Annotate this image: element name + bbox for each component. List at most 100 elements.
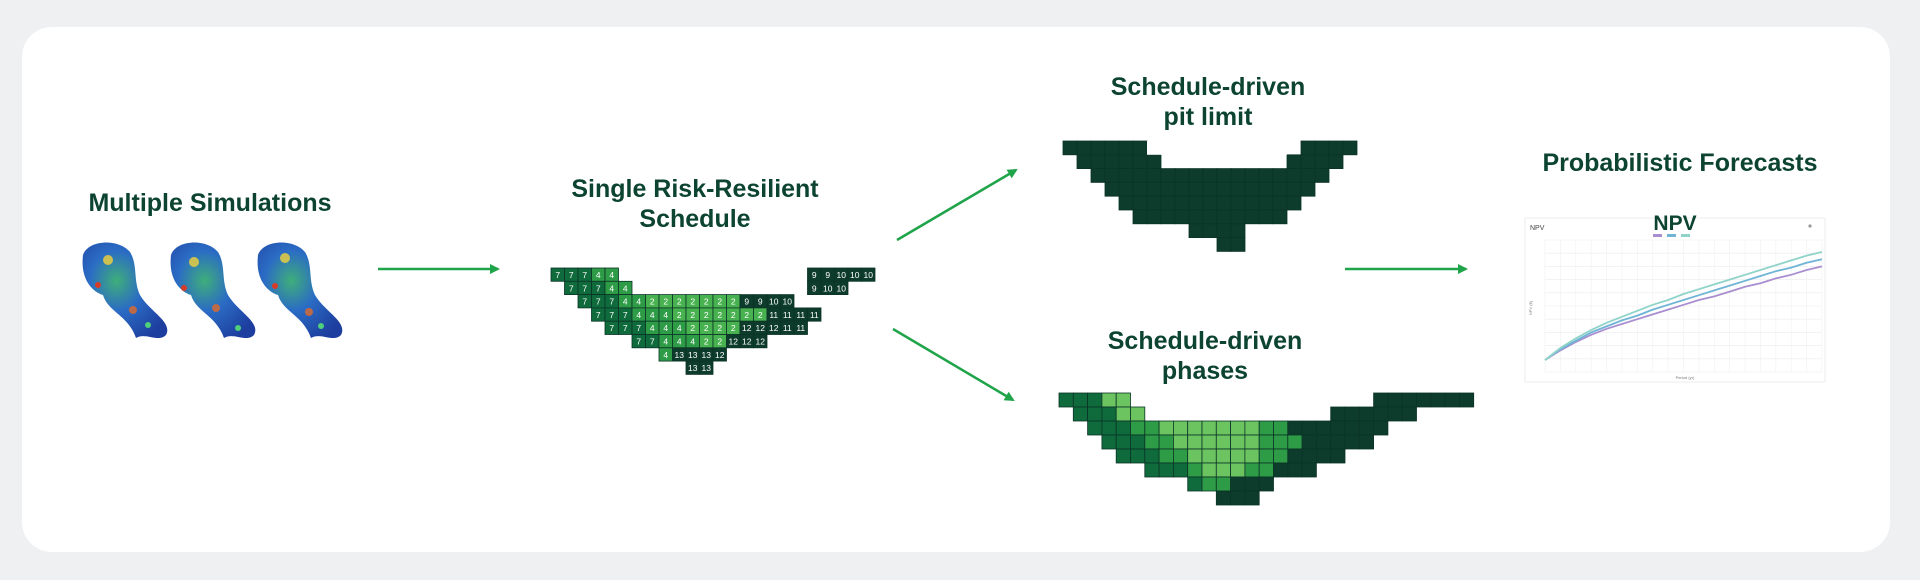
- pit-limit-cell: [1076, 140, 1092, 156]
- npv-series-line: [1544, 258, 1823, 361]
- schedule-cell-label: 7: [569, 270, 574, 280]
- pit-limit-cell: [1174, 181, 1190, 197]
- pit-limit-cell: [1188, 223, 1204, 239]
- phase-cell: [1087, 392, 1103, 408]
- phase-cell: [1201, 476, 1217, 492]
- phase-cell: [1187, 476, 1203, 492]
- pit-limit-cell: [1090, 140, 1106, 156]
- chart-menu-dot: [1808, 224, 1812, 228]
- phase-cell: [1273, 462, 1289, 478]
- schedule-cell-label: 2: [704, 336, 709, 346]
- schedule-cell: [753, 334, 768, 349]
- legend-swatch-1: [1653, 234, 1662, 237]
- schedule-cell-label: 13: [702, 350, 712, 360]
- phase-cell: [1244, 462, 1260, 478]
- phase-cell: [1087, 420, 1103, 436]
- phase-cell: [1330, 420, 1346, 436]
- phase-cell: [1072, 406, 1089, 422]
- pit-limit-cell: [1132, 209, 1148, 225]
- phase-cell: [1101, 434, 1117, 450]
- schedule-cell-label: 11: [796, 323, 805, 333]
- phase-cell: [1273, 434, 1289, 450]
- schedule-cell-label: 4: [636, 310, 641, 320]
- pit-limit-cell: [1160, 195, 1176, 211]
- schedule-cell-label: 2: [677, 310, 682, 320]
- phase-cell: [1373, 406, 1389, 422]
- pit-limit-cell: [1160, 209, 1176, 225]
- phase-cell: [1316, 448, 1332, 464]
- phase-cell: [1173, 420, 1189, 436]
- schedule-cell: [712, 347, 727, 362]
- schedule-cell-label: 7: [636, 323, 641, 333]
- pit-limit-cell: [1328, 140, 1344, 156]
- pit-limit-cell: [1202, 223, 1218, 239]
- pit-limit-cell: [1216, 195, 1232, 211]
- pit-limit-cell: [1174, 195, 1190, 211]
- phase-cell: [1330, 406, 1346, 422]
- schedule-cell-label: 13: [675, 350, 685, 360]
- schedule-cell-label: 7: [623, 323, 628, 333]
- pit-limit-cell: [1146, 154, 1162, 170]
- phase-cell: [1273, 420, 1289, 436]
- phase-cell: [1444, 392, 1460, 408]
- phase-cell: [1301, 462, 1317, 478]
- phase-cell: [1158, 434, 1174, 450]
- pit-limit-cell: [1230, 181, 1246, 197]
- phase-cell: [1244, 448, 1260, 464]
- pit-limit-cell: [1090, 168, 1106, 183]
- phase-cell: [1258, 462, 1274, 478]
- phase-cell: [1215, 448, 1232, 464]
- phase-cell: [1130, 448, 1146, 464]
- schedule-cell-label: 2: [704, 310, 709, 320]
- phase-cell: [1330, 434, 1346, 450]
- schedule-cell-label: 2: [663, 297, 668, 307]
- phase-cell: [1287, 448, 1303, 464]
- phase-cell: [1330, 448, 1346, 464]
- phase-cell: [1230, 434, 1246, 450]
- schedule-cell-label: 12: [769, 323, 779, 333]
- pit-limit-cell: [1300, 140, 1316, 156]
- schedule-cell-label: 2: [744, 310, 749, 320]
- schedule-cell: [861, 267, 876, 282]
- phase-cell: [1287, 462, 1303, 478]
- phase-cell: [1301, 434, 1317, 450]
- pit-limit-cell: [1314, 140, 1330, 156]
- pit-limit-cell: [1216, 181, 1232, 197]
- pit-limit-cell: [1104, 140, 1120, 156]
- schedule-cell-label: 7: [609, 310, 614, 320]
- schedule-cell-label: 2: [677, 297, 682, 307]
- phase-cell: [1258, 476, 1274, 492]
- schedule-cell-label: 10: [837, 283, 847, 293]
- phase-cell: [1144, 448, 1160, 464]
- schedule-cell-label: 7: [555, 270, 560, 280]
- pit-limit-cell: [1286, 181, 1302, 197]
- schedule-cell-label: 4: [663, 310, 668, 320]
- schedule-cell-label: 4: [690, 336, 695, 346]
- phase-cell: [1072, 392, 1089, 408]
- pit-limit-cell: [1244, 168, 1260, 183]
- phase-cell: [1358, 406, 1375, 422]
- pit-limit-cell: [1188, 181, 1204, 197]
- pit-limit-cell: [1076, 154, 1092, 170]
- phase-cell: [1430, 392, 1446, 408]
- schedule-cell-label: 4: [677, 323, 682, 333]
- pit-limit-cell: [1132, 154, 1148, 170]
- schedule-cell-label: 13: [688, 350, 698, 360]
- schedule-cell-label: 4: [663, 336, 668, 346]
- phase-cell: [1087, 406, 1103, 422]
- schedule-cell: [834, 280, 849, 295]
- schedule-cell-label: 7: [623, 310, 628, 320]
- phase-cell: [1230, 448, 1246, 464]
- phase-cell: [1130, 434, 1146, 450]
- phase-cell: [1101, 420, 1117, 436]
- phase-cell: [1230, 476, 1246, 492]
- pit-limit-cell: [1118, 195, 1134, 211]
- pit-limit-cell: [1118, 140, 1134, 156]
- phase-cell: [1215, 420, 1232, 436]
- schedule-cell-label: 2: [717, 323, 722, 333]
- pit-limit-cell: [1328, 154, 1344, 170]
- phase-cell: [1215, 462, 1232, 478]
- npv-series-line: [1544, 265, 1823, 361]
- pit-limit-cell: [1342, 140, 1358, 156]
